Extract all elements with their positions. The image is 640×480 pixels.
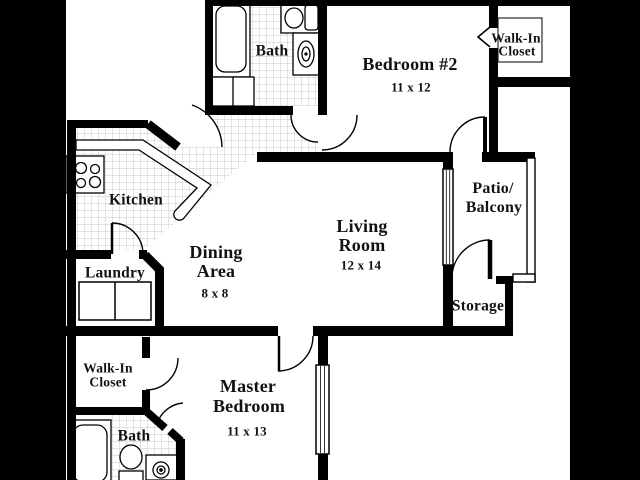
sliding-glass-door-icon bbox=[442, 168, 454, 266]
room-label-dining-2: Area bbox=[196, 261, 236, 281]
room-dims-dining: 8 x 8 bbox=[201, 285, 229, 301]
laundry-fixtures bbox=[78, 281, 152, 321]
letterbox-left bbox=[0, 0, 66, 480]
hall-door-arc bbox=[191, 104, 223, 148]
letterbox-right bbox=[570, 0, 640, 480]
room-label-master-2: Bedroom bbox=[212, 396, 286, 416]
window-icon bbox=[315, 364, 330, 455]
storage-door-arc bbox=[451, 239, 491, 279]
upper-bath-door-arc bbox=[290, 114, 319, 143]
patio-railing bbox=[512, 157, 536, 283]
room-label-walkin-upper-1: Walk-In bbox=[491, 30, 541, 46]
room-label-laundry: Laundry bbox=[85, 264, 145, 282]
room-label-master-1: Master bbox=[219, 376, 277, 396]
bathtub-icon bbox=[211, 1, 251, 78]
room-label-bedroom2: Bedroom #2 bbox=[362, 54, 458, 74]
bifold-door-icon bbox=[476, 26, 491, 48]
diagonal-walls bbox=[141, 120, 184, 444]
lower-closet-door-arc bbox=[145, 357, 179, 391]
room-label-patio-1: Patio/ bbox=[472, 180, 514, 197]
bedroom2-patio-door-arc bbox=[449, 116, 486, 153]
bedroom2-door-arc bbox=[321, 114, 358, 151]
room-label-bath-upper: Bath bbox=[255, 42, 289, 60]
closet-shelf-icon bbox=[497, 17, 543, 63]
toilet-icon bbox=[119, 444, 143, 470]
room-label-kitchen: Kitchen bbox=[109, 191, 163, 209]
master-door-arc bbox=[277, 335, 314, 372]
laundry-door-arc bbox=[111, 222, 144, 255]
room-label-walkin-lower-2: Closet bbox=[89, 374, 127, 390]
room-label-storage: Storage bbox=[451, 297, 505, 315]
room-label-living-2: Room bbox=[338, 235, 386, 255]
walls bbox=[66, 0, 571, 480]
room-label-walkin-lower-1: Walk-In bbox=[83, 360, 133, 376]
room-dims-master: 11 x 13 bbox=[227, 423, 267, 439]
room-label-dining-1: Dining bbox=[189, 242, 243, 262]
windows bbox=[315, 168, 454, 455]
room-label-living-1: Living bbox=[336, 216, 388, 236]
room-dims-living: 12 x 14 bbox=[340, 257, 382, 273]
room-label-bath-lower: Bath bbox=[117, 427, 151, 445]
room-label-patio-2: Balcony bbox=[465, 199, 523, 216]
room-label-walkin-upper-2: Closet bbox=[498, 43, 536, 59]
kitchen-counter-icon bbox=[75, 139, 212, 221]
door-swing-areas bbox=[177, 105, 318, 147]
sink-basin-icon bbox=[284, 7, 304, 29]
room-dims-bedroom2: 11 x 12 bbox=[391, 79, 431, 95]
lower-bath-door-arc bbox=[158, 402, 184, 420]
door-arcs bbox=[110, 104, 493, 420]
